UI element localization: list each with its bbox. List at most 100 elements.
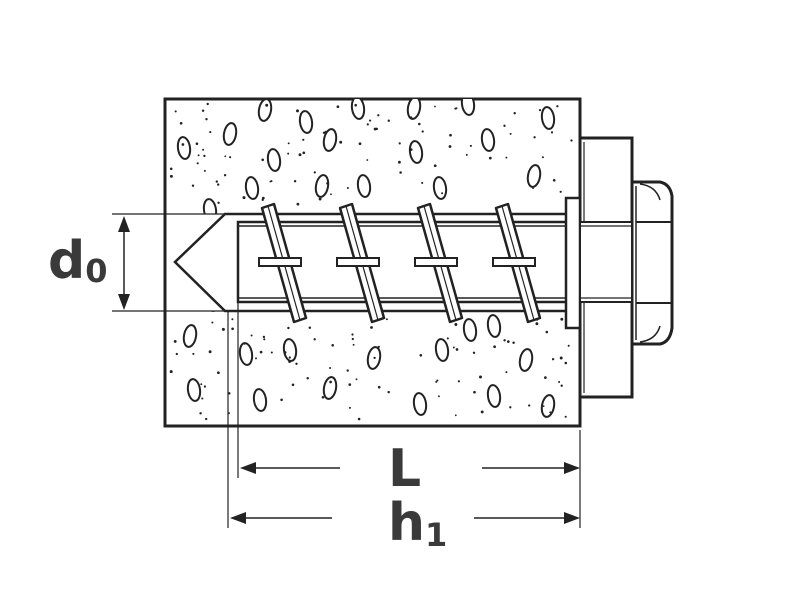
aggregate-dot bbox=[270, 180, 273, 183]
washer bbox=[564, 196, 582, 330]
aggregate-dot bbox=[201, 109, 205, 112]
aggregate-dot bbox=[339, 140, 343, 144]
aggregate-dot bbox=[366, 159, 369, 161]
aggregate-dot bbox=[313, 171, 316, 174]
anchor-threads bbox=[258, 202, 542, 324]
aggregate-dot bbox=[228, 392, 231, 395]
aggregate-dot bbox=[313, 338, 316, 341]
h1-label: h1 bbox=[388, 493, 447, 554]
aggregate-dot bbox=[387, 119, 390, 122]
aggregate-dot bbox=[175, 352, 178, 356]
aggregate-dot bbox=[211, 321, 214, 324]
aggregate-dot bbox=[532, 187, 534, 190]
aggregate-stone bbox=[322, 376, 338, 400]
aggregate-dot bbox=[221, 327, 225, 331]
aggregate-dot bbox=[564, 415, 567, 418]
aggregate-dot bbox=[351, 337, 354, 341]
aggregate-dot bbox=[242, 196, 246, 200]
aggregate-dot bbox=[528, 404, 531, 407]
aggregate-dot bbox=[509, 406, 512, 409]
aggregate-dot bbox=[488, 156, 492, 160]
aggregate-dot bbox=[449, 133, 452, 137]
aggregate-dot bbox=[179, 121, 183, 125]
aggregate-dot bbox=[560, 317, 564, 321]
aggregate-dot bbox=[506, 340, 510, 343]
aggregate-dot bbox=[535, 322, 539, 326]
aggregate-dot bbox=[446, 337, 449, 340]
aggregate-dot bbox=[509, 132, 512, 135]
aggregate-dot bbox=[433, 164, 437, 168]
aggregate-dot bbox=[287, 142, 290, 145]
aggregate-dot bbox=[545, 330, 549, 334]
aggregate-dot bbox=[298, 153, 302, 157]
aggregate-dot bbox=[435, 380, 438, 383]
aggregate-stone bbox=[486, 384, 502, 408]
aggregate-dot bbox=[549, 411, 552, 414]
aggregate-dot bbox=[434, 105, 436, 108]
aggregate-dot bbox=[348, 383, 352, 386]
aggregate-stone bbox=[350, 99, 366, 120]
aggregate-dot bbox=[454, 323, 458, 326]
aggregate-dot bbox=[200, 383, 203, 386]
aggregate-dot bbox=[205, 417, 208, 421]
aggregate-dot bbox=[399, 171, 402, 174]
hex-head bbox=[630, 180, 674, 346]
aggregate-dot bbox=[348, 406, 351, 409]
aggregate-dot bbox=[265, 103, 269, 107]
aggregate-dot bbox=[369, 119, 372, 122]
aggregate-stone bbox=[186, 378, 202, 402]
aggregate-dot bbox=[329, 366, 332, 370]
aggregate-dot bbox=[505, 156, 508, 159]
aggregate-dot bbox=[296, 109, 299, 113]
aggregate-dot bbox=[215, 180, 218, 183]
aggregate-dot bbox=[454, 107, 457, 110]
aggregate-dot bbox=[493, 345, 496, 349]
aggregate-dot bbox=[280, 398, 283, 402]
aggregate-dot bbox=[541, 156, 544, 159]
aggregate-dot bbox=[261, 198, 264, 202]
aggregate-stone bbox=[460, 99, 476, 116]
aggregate-dot bbox=[436, 379, 439, 382]
aggregate-dot bbox=[205, 118, 208, 121]
aggregate-dot bbox=[473, 390, 476, 394]
aggregate-dot bbox=[556, 105, 559, 108]
aggregate-dot bbox=[259, 350, 263, 354]
aggregate-stone bbox=[244, 176, 260, 200]
aggregate-dot bbox=[377, 385, 381, 389]
aggregate-stone bbox=[540, 394, 556, 418]
aggregate-stone bbox=[222, 122, 238, 146]
aggregate-dot bbox=[441, 192, 444, 195]
thread-turn bbox=[336, 202, 386, 324]
aggregate-dot bbox=[291, 383, 295, 387]
aggregate-dot bbox=[409, 148, 413, 151]
aggregate-dot bbox=[293, 179, 297, 183]
aggregate-dot bbox=[322, 131, 326, 135]
aggregate-dot bbox=[352, 343, 355, 346]
aggregate-dot bbox=[513, 111, 516, 115]
aggregate-stone bbox=[412, 392, 428, 416]
aggregate-dot bbox=[192, 352, 195, 355]
aggregate-dot bbox=[169, 174, 173, 178]
aggregate-dot bbox=[398, 160, 401, 164]
aggregate-dot bbox=[217, 183, 220, 186]
aggregate-dot bbox=[357, 417, 361, 421]
aggregate-dot bbox=[351, 333, 354, 336]
aggregate-dot bbox=[262, 335, 266, 339]
aggregate-dot bbox=[551, 358, 555, 361]
aggregate-stone bbox=[266, 148, 282, 172]
aggregate-dot bbox=[457, 380, 461, 383]
aggregate-dot bbox=[203, 154, 206, 158]
aggregate-dot bbox=[409, 116, 413, 120]
aggregate-dot bbox=[503, 339, 506, 342]
aggregate-dot bbox=[201, 397, 204, 400]
aggregate-dot bbox=[329, 380, 332, 384]
aggregate-stone bbox=[298, 110, 314, 134]
dimension-h1: h1 bbox=[227, 311, 580, 554]
aggregate-dot bbox=[421, 130, 424, 133]
aggregate-dot bbox=[261, 158, 265, 162]
thread-turn bbox=[258, 202, 308, 324]
aggregate-dot bbox=[318, 197, 322, 201]
shank-through-plate bbox=[579, 221, 633, 303]
aggregate-dot bbox=[202, 148, 205, 151]
